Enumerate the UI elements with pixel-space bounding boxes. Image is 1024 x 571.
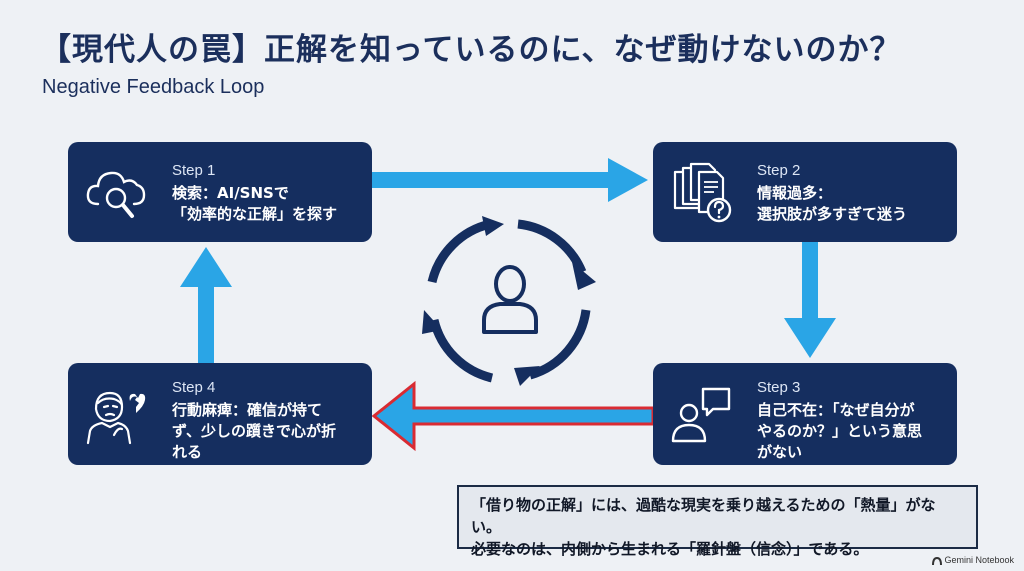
step2-description: 情報過多： 選択肢が多すぎて迷う (757, 183, 947, 225)
step4-card: Step 4 行動麻痺：確信が持て ず、少しの躓きで心が折 れる (68, 363, 372, 465)
cycle-arc-top-left (427, 219, 492, 284)
cycle-arrowhead-3 (422, 310, 442, 334)
cloud-search-icon (86, 171, 146, 218)
step1-description: 検索：AI/SNSで 「効率的な正解」を探す (172, 183, 362, 225)
conclusion-note: 「借り物の正解」には、過酷な現実を乗り越えるための「熱量」がない。 必要なのは、… (457, 485, 978, 558)
step4-line: れる (172, 443, 203, 461)
arrow-step3-to-step4 (371, 380, 655, 452)
page-subtitle: Negative Feedback Loop (42, 76, 265, 98)
brand-label: Gemini Notebook (944, 555, 1014, 565)
step4-line: 行動麻痺：確信が持て (172, 401, 323, 419)
step3-line: やるのか？」という意思 (757, 422, 923, 440)
page-title: 【現代人の罠】正解を知っているのに、なぜ動けないのか？ (40, 32, 902, 68)
cycle-arrowhead-2 (514, 366, 540, 386)
person-speech-icon (671, 387, 731, 443)
step2-card: Step 2 情報過多： 選択肢が多すぎて迷う (653, 142, 957, 242)
documents-question-icon (673, 162, 732, 223)
step3-line: 自己不在：「なぜ自分が (757, 401, 915, 419)
step1-label: Step 1 (172, 162, 216, 179)
step3-card: Step 3 自己不在：「なぜ自分が やるのか？」という意思 がない (653, 363, 957, 465)
notebook-logo-icon (931, 556, 942, 565)
arrow-step1-to-step2 (372, 158, 648, 202)
cycle-arrowhead-4 (482, 216, 504, 236)
step2-line: 情報過多： (757, 184, 833, 202)
step4-description: 行動麻痺：確信が持て ず、少しの躓きで心が折 れる (172, 400, 362, 463)
step1-line: 「効率的な正解」を探す (172, 205, 338, 223)
arrow-step2-to-step3 (784, 242, 836, 358)
step4-line: ず、少しの躓きで心が折 (172, 422, 336, 440)
step1-line: 検索：AI/SNSで (172, 184, 289, 202)
brand-credit: Gemini Notebook (931, 555, 1014, 565)
step4-label: Step 4 (172, 379, 216, 396)
troubled-person-broken-heart-icon (86, 391, 146, 445)
person-icon (482, 265, 538, 334)
arrow-step4-to-step1 (180, 247, 232, 363)
step2-label: Step 2 (757, 162, 801, 179)
step3-line: がない (757, 443, 803, 461)
cycle-diagram (422, 216, 596, 386)
cycle-arc-top-right (517, 219, 587, 274)
step1-card: Step 1 検索：AI/SNSで 「効率的な正解」を探す (68, 142, 372, 242)
note-line-2: 必要なのは、内側から生まれる「羅針盤（信念）」である。 (471, 540, 869, 558)
step2-line: 選択肢が多すぎて迷う (757, 205, 908, 223)
cycle-arrowhead-1 (572, 262, 596, 290)
note-line-1: 「借り物の正解」には、過酷な現実を乗り越えるための「熱量」がない。 (471, 496, 936, 536)
cycle-arc-bottom-right (528, 309, 591, 380)
step3-label: Step 3 (757, 379, 801, 396)
step3-description: 自己不在：「なぜ自分が やるのか？」という意思 がない (757, 400, 947, 463)
